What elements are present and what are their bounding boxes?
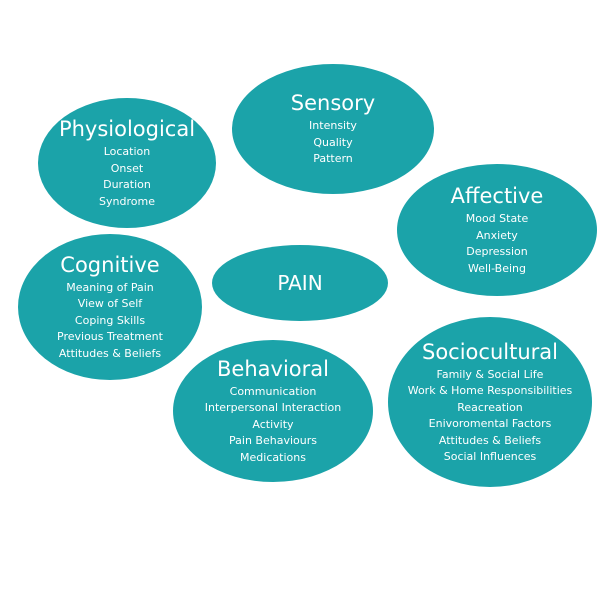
sociocultural-item: Attitudes & Beliefs — [438, 433, 542, 447]
physiological-item: Duration — [103, 178, 151, 191]
pain-label: PAIN — [277, 271, 323, 295]
behavioral-item: Medications — [240, 450, 306, 464]
cognitive-item: Previous Treatment — [57, 330, 163, 344]
physiological-item: Onset — [110, 161, 144, 175]
behavioral-title: Behavioral — [217, 356, 329, 381]
behavioral-item: Activity — [252, 417, 294, 431]
affective-item: Anxiety — [476, 228, 518, 242]
physiological-title: Physiological — [58, 117, 196, 141]
affective-bubble: Affective Mood State Anxiety Depression … — [397, 164, 597, 296]
affective-items: Mood State Anxiety Depression Well-Being — [466, 211, 529, 277]
cognitive-item: Attitudes & Beliefs — [58, 346, 162, 360]
behavioral-bubble: Behavioral Communication Interpersonal I… — [173, 340, 373, 482]
sociocultural-item: Reacreation — [457, 400, 523, 414]
sociocultural-bubble: Sociocultural Family & Social Life Work … — [388, 317, 592, 487]
affective-item: Well-Being — [467, 261, 526, 275]
sensory-item: Intensity — [309, 119, 357, 133]
sensory-title: Sensory — [290, 91, 376, 116]
affective-item: Depression — [466, 245, 528, 258]
behavioral-item: Pain Behaviours — [229, 434, 317, 448]
behavioral-item: Interpersonal Interaction — [204, 401, 342, 415]
cognitive-bubble: Cognitive Meaning of Pain View of Self C… — [18, 234, 202, 380]
cognitive-items: Meaning of Pain View of Self Coping Skil… — [57, 280, 163, 363]
cognitive-item: Meaning of Pain — [66, 280, 154, 294]
affective-title: Affective — [450, 184, 544, 208]
sociocultural-title: Sociocultural — [422, 339, 558, 364]
sensory-item: Quality — [313, 135, 353, 149]
physiological-item: Location — [103, 145, 151, 158]
cognitive-item: View of Self — [77, 297, 143, 311]
sociocultural-item: Social Influences — [443, 450, 537, 463]
sensory-bubble: Sensory Intensity Quality Pattern — [232, 64, 434, 194]
behavioral-items: Communication Interpersonal Interaction … — [205, 384, 342, 467]
sociocultural-items: Family & Social Life Work & Home Respons… — [408, 367, 573, 466]
sensory-items: Intensity Quality Pattern — [309, 118, 357, 168]
sensory-item: Pattern — [313, 152, 353, 166]
physiological-bubble: Physiological Location Onset Duration Sy… — [38, 98, 216, 228]
behavioral-item: Communication — [229, 384, 317, 398]
sociocultural-item: Family & Social Life — [436, 367, 544, 381]
physiological-items: Location Onset Duration Syndrome — [99, 144, 155, 210]
sociocultural-item: Enivoromental Factors — [428, 417, 552, 430]
affective-item: Mood State — [465, 212, 529, 225]
cognitive-item: Coping Skills — [74, 313, 146, 327]
pain-center-bubble: PAIN — [212, 245, 388, 321]
cognitive-title: Cognitive — [60, 252, 160, 277]
sociocultural-item: Work & Home Responsibilities — [407, 384, 573, 397]
physiological-item: Syndrome — [99, 194, 155, 208]
